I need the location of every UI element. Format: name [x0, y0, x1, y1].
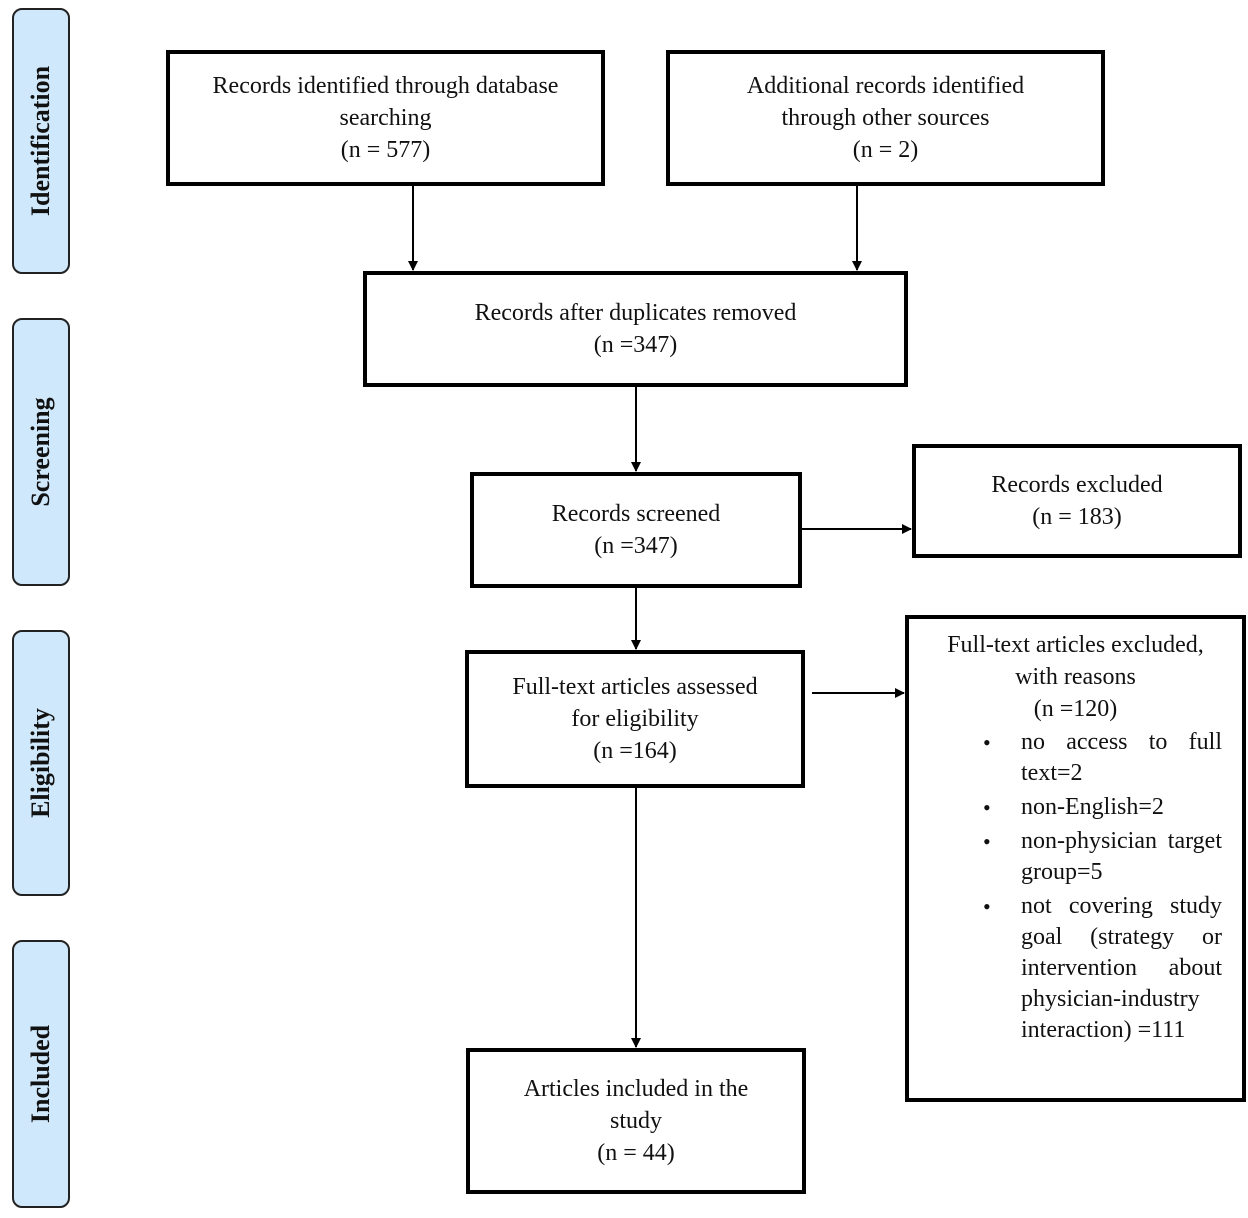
duplicates-removed-box: Records after duplicates removed (n =347… — [363, 271, 908, 387]
exclusion-reason: non-English=2 — [929, 792, 1222, 823]
fulltext-excluded-count: (n =120) — [1033, 696, 1118, 722]
duplicates-removed-text: Records after duplicates removed — [474, 300, 797, 326]
fulltext-assessed-text-1: Full-text articles assessed — [512, 674, 758, 700]
other-sources-text-1: Additional records identified — [746, 73, 1025, 99]
exclusion-reason: no access to full text=2 — [929, 727, 1222, 789]
articles-included-box: Articles included in the study (n = 44) — [466, 1048, 806, 1194]
records-excluded-box: Records excluded (n = 183) — [912, 444, 1242, 558]
fulltext-excluded-box: Full-text articles excluded, with reason… — [905, 615, 1246, 1102]
database-records-count: (n = 577) — [340, 137, 431, 163]
articles-included-text-1: Articles included in the — [523, 1076, 749, 1102]
records-screened-text: Records screened — [551, 501, 721, 527]
database-records-box: Records identified through database sear… — [166, 50, 605, 186]
fulltext-excluded-text-1: Full-text articles excluded, — [947, 632, 1204, 658]
exclusion-reasons-list: no access to full text=2 non-English=2 n… — [929, 727, 1222, 1049]
exclusion-reason: non-physician target group=5 — [929, 826, 1222, 888]
phase-screening: Screening — [12, 318, 70, 586]
fulltext-assessed-text-2: for eligibility — [571, 706, 699, 732]
articles-included-count: (n = 44) — [597, 1140, 675, 1166]
fulltext-excluded-text-2: with reasons — [1015, 664, 1136, 690]
database-records-text-2: searching — [339, 105, 432, 131]
phase-identification: Identification — [12, 8, 70, 274]
records-excluded-text: Records excluded — [991, 472, 1163, 498]
records-screened-box: Records screened (n =347) — [470, 472, 802, 588]
articles-included-text-2: study — [609, 1108, 662, 1134]
exclusion-reason: not covering study goal (strategy or int… — [929, 891, 1222, 1046]
duplicates-removed-count: (n =347) — [593, 332, 678, 358]
database-records-text-1: Records identified through database — [212, 73, 559, 99]
other-sources-count: (n = 2) — [852, 137, 919, 163]
records-screened-count: (n =347) — [594, 533, 678, 559]
other-sources-text-2: through other sources — [781, 105, 990, 131]
other-sources-box: Additional records identified through ot… — [666, 50, 1105, 186]
fulltext-assessed-count: (n =164) — [593, 738, 677, 764]
phase-eligibility: Eligibility — [12, 630, 70, 896]
phase-included: Included — [12, 940, 70, 1208]
fulltext-assessed-box: Full-text articles assessed for eligibil… — [465, 650, 805, 788]
records-excluded-count: (n = 183) — [1032, 504, 1122, 530]
